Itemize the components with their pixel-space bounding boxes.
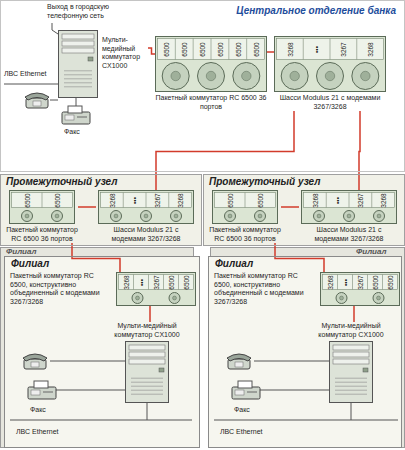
device-caption: Пакетный коммутатор RC 6500, конструктив… bbox=[214, 272, 314, 306]
fax-icon bbox=[62, 106, 90, 124]
multimedia-switch bbox=[329, 341, 373, 403]
telephone-icon bbox=[227, 354, 251, 369]
switch-box: Мульти-медийный коммутатор CX1000 bbox=[308, 322, 394, 403]
region-heading: Центральное отделение банка bbox=[236, 5, 396, 17]
back-card-heading: Филиал bbox=[6, 247, 37, 256]
region-heading: Промежуточный узел bbox=[6, 176, 118, 188]
fax-icon bbox=[28, 381, 56, 399]
device-caption: Мульти-медийный коммутатор CX1000 bbox=[308, 322, 394, 339]
device-caption: Пакетный коммутатор RC 6500 36 портов bbox=[155, 94, 267, 111]
device-box: Пакетный коммутатор RC 6500 36 портов bbox=[6, 190, 78, 243]
link-line bbox=[281, 206, 299, 208]
device-box: Пакетный коммутатор RC 6500 36 портов bbox=[209, 190, 281, 243]
caption-box: Пакетный коммутатор RC 6500, конструктив… bbox=[10, 272, 110, 306]
device-box: Шасси Modulus 21 с модемами 3267/3268 bbox=[274, 36, 386, 111]
region-fill bbox=[203, 174, 405, 246]
caption-box: Пакетный коммутатор RC 6500, конструктив… bbox=[214, 272, 314, 306]
device-chassis bbox=[320, 272, 400, 306]
link-line bbox=[78, 206, 96, 208]
telephone-icon bbox=[25, 93, 49, 108]
back-card-heading: Филиал bbox=[356, 247, 387, 256]
device-chassis bbox=[98, 190, 194, 224]
device-caption: Пакетный коммутатор RC 6500 36 портов bbox=[6, 226, 78, 243]
region-heading: Филиал bbox=[215, 258, 253, 270]
device-chassis bbox=[274, 36, 386, 92]
link-line bbox=[275, 243, 324, 272]
site-region: Промежуточный узелПакетный коммутатор RC… bbox=[203, 174, 405, 246]
fax-icon bbox=[232, 381, 260, 399]
device-chassis bbox=[9, 190, 75, 224]
site-region: Промежуточный узелПакетный коммутатор RC… bbox=[0, 174, 202, 246]
link-line bbox=[359, 111, 360, 190]
device-chassis bbox=[212, 190, 278, 224]
switch-box: Мульти-медийный коммутатор CX1000 bbox=[58, 30, 148, 98]
multimedia-switch bbox=[125, 341, 169, 403]
link-line bbox=[267, 51, 274, 53]
device-label: Факс bbox=[234, 406, 250, 415]
device-box: Шасси Modulus 21 с модемами 3267/3268 bbox=[299, 190, 399, 243]
multimedia-switch bbox=[58, 30, 98, 98]
caption-box: Мульти-медийный коммутатор CX1000 bbox=[102, 36, 148, 70]
device-caption: Шасси Modulus 21 с модемами 3267/3268 bbox=[274, 94, 386, 111]
device-box: Шасси Modulus 21 с модемами 3267/3268 bbox=[96, 190, 196, 243]
device-label: Выход в городскую телефонную сеть bbox=[47, 3, 139, 20]
region-heading: Филиал bbox=[11, 258, 49, 270]
site-region: ФилиалПакетный коммутатор RC 6500, конст… bbox=[208, 256, 402, 448]
region-fill bbox=[0, 174, 202, 246]
region-heading: Промежуточный узел bbox=[209, 176, 321, 188]
device-chassis bbox=[155, 36, 267, 92]
device-chassis bbox=[301, 190, 397, 224]
device-caption: Мульти-медийный коммутатор CX1000 bbox=[104, 322, 190, 339]
wiring bbox=[4, 23, 398, 420]
device-caption: Шасси Modulus 21 с модемами 3267/3268 bbox=[299, 226, 399, 243]
link-line bbox=[72, 243, 120, 272]
link-line bbox=[148, 48, 155, 54]
device-caption: Шасси Modulus 21 с модемами 3267/3268 bbox=[96, 226, 196, 243]
switch-box: Пакетный коммутатор RC 6500, конструктив… bbox=[214, 272, 400, 306]
telephone-icon bbox=[23, 354, 47, 369]
region-fill bbox=[208, 256, 402, 448]
device-label: ЛВС Ethernet bbox=[220, 428, 263, 437]
site-region: ФилиалПакетный коммутатор RC 6500, конст… bbox=[4, 256, 200, 448]
device-label: ЛВС Ethernet bbox=[16, 428, 59, 437]
device-box: Пакетный коммутатор RC 6500 36 портов bbox=[155, 36, 267, 111]
device-chassis bbox=[116, 272, 196, 306]
site-region: Центральное отделение банкаМульти-медийн… bbox=[0, 0, 405, 172]
device-caption: Пакетный коммутатор RC 6500, конструктив… bbox=[10, 272, 110, 306]
switch-box: Пакетный коммутатор RC 6500, конструктив… bbox=[10, 272, 196, 306]
link-line bbox=[353, 306, 355, 322]
device-label: ЛВС Ethernet bbox=[4, 70, 47, 79]
device-caption: Пакетный коммутатор RC 6500 36 портов bbox=[209, 226, 281, 243]
device-label: Факс bbox=[64, 128, 80, 137]
link-line bbox=[149, 306, 151, 322]
switch-box: Мульти-медийный коммутатор CX1000 bbox=[104, 322, 190, 403]
device-caption: Мульти-медийный коммутатор CX1000 bbox=[102, 36, 148, 70]
device-label: Факс bbox=[30, 406, 46, 415]
region-fill bbox=[4, 256, 200, 448]
